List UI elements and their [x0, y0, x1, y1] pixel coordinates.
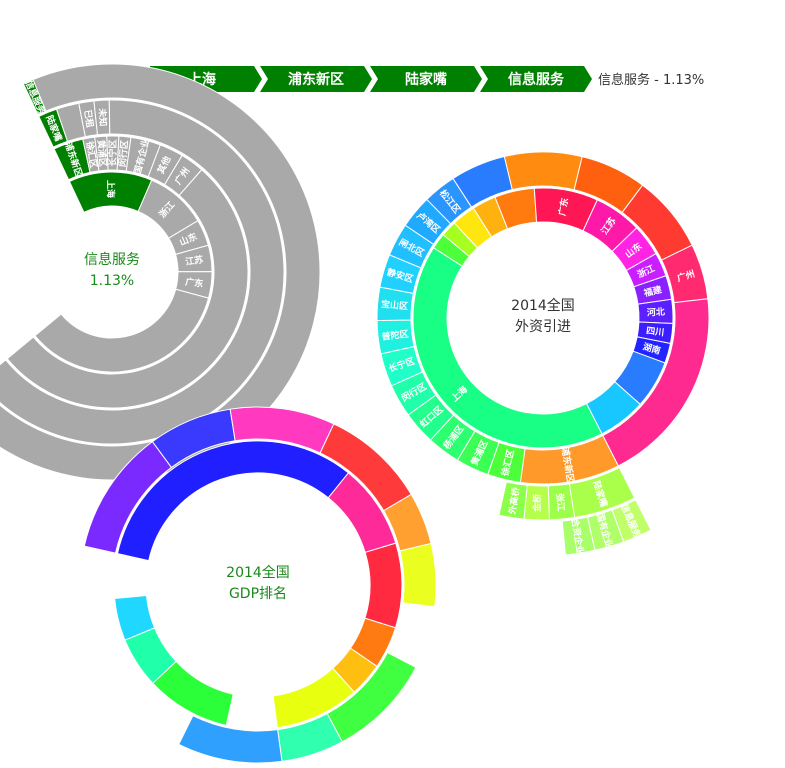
segment-label: 已租 — [82, 109, 97, 129]
segment-label: 闵行区 — [116, 140, 131, 168]
segment-label: 普陀区 — [381, 328, 409, 343]
center-label: 信息服务 — [84, 251, 140, 268]
sunburst-segment[interactable] — [412, 247, 603, 449]
sunburst-segment[interactable] — [114, 594, 156, 641]
segment-label: 四川 — [646, 325, 665, 338]
breadcrumb: 上海浦东新区陆家嘴信息服务信息服务 - 1.13% — [150, 66, 704, 92]
sunburst-segment[interactable] — [272, 667, 355, 729]
sunburst-segment[interactable] — [0, 63, 321, 481]
segment-label: 长宁区 — [107, 139, 119, 166]
center-label: 2014全国 — [226, 564, 290, 581]
center-label: 1.13% — [90, 273, 134, 289]
segment-label: 广东 — [556, 197, 571, 217]
breadcrumb-label: 浦东新区 — [288, 71, 344, 88]
center-label: 2014全国 — [511, 297, 575, 314]
sunburst-segment[interactable] — [6, 169, 249, 409]
sunburst-segment[interactable] — [178, 715, 283, 764]
segment-label: 广东 — [185, 276, 204, 290]
segment-label: 黄浦区 — [95, 139, 109, 167]
sunburst-segment[interactable] — [503, 151, 583, 191]
sunburst-segment[interactable] — [0, 99, 285, 445]
sunburst-foreign-investment: 上海广东江苏山东浙江福建河北四川湖南浦东新区徐汇区黄浦区杨浦区虹口区闵行区长宁区… — [376, 151, 710, 556]
center-label: 外资引进 — [515, 319, 571, 335]
segment-label: 宝山区 — [381, 298, 409, 312]
segment-label: 河北 — [647, 306, 666, 319]
sunburst-segment[interactable] — [561, 516, 596, 556]
center-label: GDP排名 — [229, 586, 287, 602]
sunburst-segment[interactable] — [602, 298, 710, 467]
sunburst-segment[interactable] — [585, 381, 641, 435]
breadcrumb-label: 陆家嘴 — [405, 71, 447, 88]
segment-label: 江苏 — [184, 253, 203, 267]
breadcrumb-info: 信息服务 - 1.13% — [598, 72, 704, 88]
segment-label: 上海 — [105, 180, 117, 198]
segment-label: 金桥 — [531, 493, 544, 513]
sunburst-segment[interactable] — [498, 481, 528, 520]
segment-label: 未知 — [96, 107, 109, 127]
sunburst-segment[interactable] — [34, 288, 210, 373]
breadcrumb-item-3[interactable] — [480, 66, 592, 92]
sunburst-gdp-ranking: 2014全国 GDP排名 — [83, 406, 437, 764]
breadcrumb-item-2[interactable] — [370, 66, 482, 92]
sunburst-info-service: 上海浙江山东江苏广东浦东新区徐汇区黄浦区长宁区闵行区国有企业其他广州陆家嘴已租未… — [0, 63, 321, 481]
breadcrumb-label: 信息服务 — [508, 71, 565, 88]
sunburst-segment[interactable] — [364, 542, 403, 629]
segment-label: 张江 — [554, 493, 568, 512]
sunburst-segment[interactable] — [399, 542, 437, 608]
breadcrumb-item-1[interactable] — [260, 66, 372, 92]
